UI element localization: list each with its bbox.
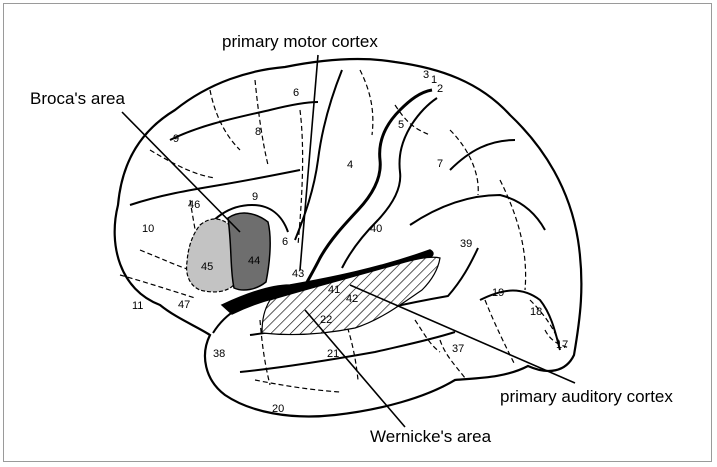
area-18-label: 18	[530, 306, 542, 318]
area-21-label: 21	[327, 348, 339, 360]
area-9-label: 9	[173, 133, 179, 145]
area-38-label: 38	[213, 348, 225, 360]
area-3-label: 3	[423, 69, 429, 81]
area-46-label: 46	[188, 199, 200, 211]
area-19-label: 19	[492, 287, 504, 299]
primary-motor-cortex-label: primary motor cortex	[222, 32, 378, 51]
area-22-label: 22	[320, 314, 332, 326]
primary-auditory-cortex-label: primary auditory cortex	[500, 387, 673, 406]
area-45-label: 45	[201, 261, 213, 273]
area-8-label: 8	[255, 126, 261, 138]
area-44-label: 44	[248, 255, 260, 267]
area-10-label: 10	[142, 223, 154, 235]
area-43-label: 43	[292, 268, 304, 280]
area-40-label: 40	[370, 223, 382, 235]
area-11-label: 11	[132, 300, 143, 312]
area-41-label: 41	[328, 284, 340, 296]
area-2-label: 2	[437, 83, 443, 95]
area-39-label: 39	[460, 238, 472, 250]
area-47-label: 47	[178, 299, 190, 311]
brocas-area-label: Broca's area	[30, 89, 125, 108]
area-7-label: 7	[437, 158, 443, 170]
area-37-label: 37	[452, 343, 464, 355]
area-5-label: 5	[398, 119, 404, 131]
area-4-label: 4	[347, 159, 353, 171]
wernickes-area-label: Wernicke's area	[370, 427, 492, 446]
area-6b-label: 6	[282, 236, 288, 248]
area-42-label: 42	[346, 293, 358, 305]
area-17-label: 17	[556, 339, 568, 351]
area-9b-label: 9	[252, 191, 258, 203]
area-6-label: 6	[293, 87, 299, 99]
area-44-region	[228, 213, 270, 290]
area-20-label: 20	[272, 403, 284, 415]
cerebrum-outline	[115, 59, 582, 416]
